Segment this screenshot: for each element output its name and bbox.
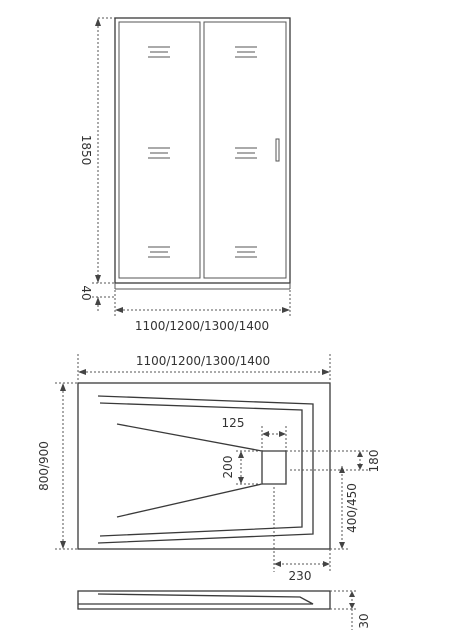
panel-markers-right	[235, 46, 257, 258]
tray-slope-lines	[97, 395, 314, 544]
door-panel-left	[118, 21, 201, 279]
drain-from-side-dimension: 230	[273, 487, 331, 583]
height-label: 1850	[79, 135, 93, 166]
tray-width-dimension: 1100/1200/1300/1400	[77, 354, 331, 380]
tray-plan-view: 1100/1200/1300/1400 800/900	[37, 354, 381, 583]
drain-depth-dimension: 180	[286, 450, 381, 473]
tray-side-view: 30	[77, 590, 371, 630]
height-dimension: 1850	[79, 17, 115, 284]
tray-depth-label: 800/900	[37, 441, 51, 491]
tray-side-slope	[78, 593, 314, 605]
drain-distance-label: 400/450	[345, 483, 359, 533]
door-panel-right	[203, 21, 287, 279]
drain-size-dimension: 200	[221, 450, 262, 485]
bottom-gap-label: 40	[79, 285, 93, 300]
drain-offset-dimension: 125	[222, 416, 287, 451]
tray-outline	[77, 382, 331, 550]
door-front-view: 1850 40 1100/1200/1300/1400	[79, 17, 291, 333]
tray-depth-dimension: 800/900	[37, 382, 78, 550]
door-width-label: 1100/1200/1300/1400	[135, 319, 269, 333]
drain-distance-dimension: 400/450	[330, 466, 359, 550]
panel-markers-left	[148, 46, 170, 258]
drain-from-side-label: 230	[289, 569, 312, 583]
door-handle	[275, 138, 280, 162]
tray-side-outline	[77, 590, 331, 610]
drain-offset-label: 125	[222, 416, 245, 430]
drain-size-label: 200	[221, 456, 235, 479]
door-frame	[114, 17, 291, 284]
tray-height-dimension: 30	[330, 590, 371, 630]
tray-height-label: 30	[357, 613, 371, 628]
door-width-dimension: 1100/1200/1300/1400	[114, 290, 291, 333]
tray-width-label: 1100/1200/1300/1400	[136, 354, 270, 368]
bottom-gap-dimension: 40	[79, 285, 115, 312]
drain-depth-label: 180	[367, 450, 381, 473]
